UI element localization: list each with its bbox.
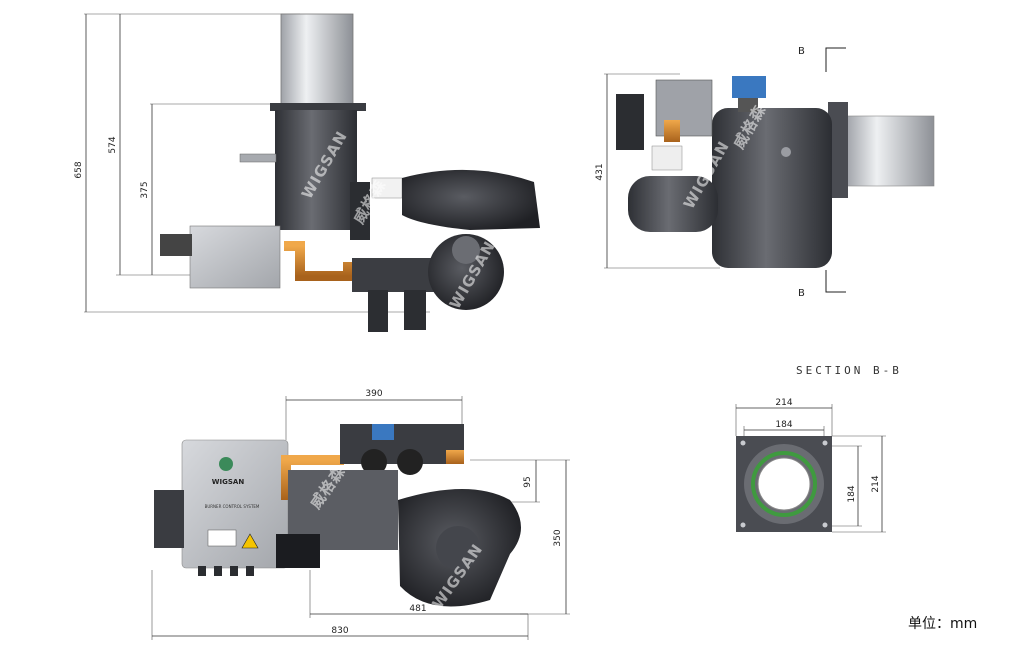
fan-motor <box>428 234 504 310</box>
exhaust-pipe <box>280 13 354 107</box>
top-brass-fitting <box>446 450 464 464</box>
section-gasket-ring <box>751 451 817 517</box>
section-view: SECTION B-B 214 184 184 214 <box>735 364 902 533</box>
section-title: SECTION B-B <box>796 364 902 377</box>
solenoid-valve-2 <box>404 290 426 330</box>
top-view: 390 95 350 481 830 WIGSAN BURNER CONTROL… <box>151 389 570 640</box>
solenoid-valve-1 <box>368 290 388 332</box>
top-brass-line <box>281 455 344 500</box>
section-bolt-bl <box>740 522 746 528</box>
section-bore <box>757 457 811 511</box>
blower-housing <box>402 169 540 230</box>
blast-tube <box>845 115 935 187</box>
side-junction-box <box>651 145 683 171</box>
cut-mark-top <box>825 47 846 72</box>
burner-housing <box>275 110 357 230</box>
top-blue-actuator <box>372 424 394 440</box>
control-box-display <box>207 529 237 547</box>
dim-body-height: 375 <box>140 181 150 198</box>
top-solenoid-2 <box>397 449 423 475</box>
dim-side-height: 431 <box>595 163 605 180</box>
brass-fuel-line <box>284 241 353 281</box>
top-solenoid-1 <box>361 449 387 475</box>
unit-note: 单位：mm <box>908 616 977 632</box>
side-view: 431 B B WIGSAN 威格森 <box>595 46 935 299</box>
dim-depth: 350 <box>553 529 563 546</box>
side-brass-fitting <box>664 120 680 142</box>
control-box-logo <box>219 457 233 471</box>
section-bolt-tr <box>822 440 828 446</box>
tube-flange <box>828 102 848 198</box>
dim-section-inner-width: 184 <box>775 420 792 430</box>
dim-offset: 95 <box>523 476 533 487</box>
dim-section-outer-height: 214 <box>871 475 881 492</box>
dim-section-outer-width: 214 <box>775 398 792 408</box>
warning-icon <box>241 533 259 549</box>
blower-body-side <box>712 108 832 268</box>
dim-length-total: 830 <box>331 626 348 636</box>
side-motor <box>628 176 718 232</box>
front-view: 658 574 375 WIGSAN 威格森 WIGSAN <box>74 13 540 332</box>
pipe-flange <box>270 103 366 111</box>
dim-top-width: 390 <box>365 389 382 399</box>
control-box-front <box>189 225 281 289</box>
dim-section-inner-height: 184 <box>847 485 857 502</box>
cut-mark-bottom-label: B <box>798 288 805 299</box>
control-box-brand: WIGSAN <box>212 478 245 486</box>
dim-length-mid: 481 <box>409 604 426 614</box>
side-solenoid <box>616 94 644 150</box>
top-terminal-box <box>276 534 320 568</box>
side-nozzle <box>239 153 277 163</box>
box-cable-gland <box>160 234 192 256</box>
top-fan-inlet <box>436 526 480 570</box>
side-bolt <box>781 147 791 157</box>
motor-center <box>452 236 480 264</box>
actuator-bracket <box>738 98 758 112</box>
mount-flange <box>350 182 370 240</box>
cut-mark-top-label: B <box>798 46 805 57</box>
dim-total-height: 658 <box>74 161 84 178</box>
control-box-caption: BURNER CONTROL SYSTEM <box>205 504 260 509</box>
cable-connectors <box>198 566 254 576</box>
section-bolt-br <box>822 522 828 528</box>
front-dimension-lines <box>84 13 430 313</box>
air-damper-actuator <box>732 76 766 98</box>
dim-chimney-height: 574 <box>108 136 118 153</box>
section-bolt-tl <box>740 440 746 446</box>
box-side-clamp <box>154 490 184 548</box>
cut-mark-bottom <box>825 270 846 293</box>
